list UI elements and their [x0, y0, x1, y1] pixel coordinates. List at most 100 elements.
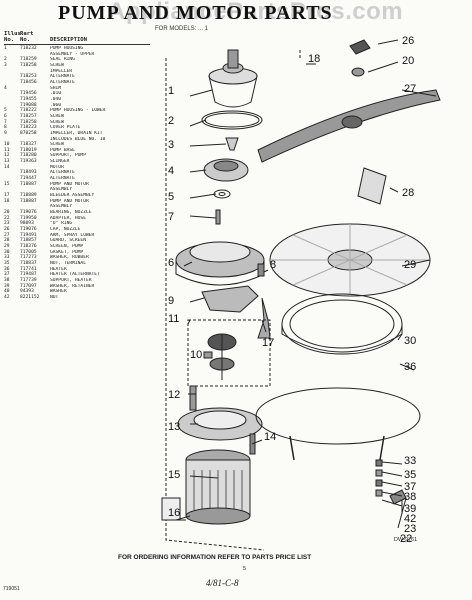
col-part-top: Part — [20, 31, 34, 37]
part-description: WASHER — [50, 289, 67, 295]
table-row: ASSEMBLY — [4, 204, 150, 210]
part-description: SCREEN, PUMP — [50, 243, 84, 249]
part-number: 718456 — [20, 79, 37, 85]
part-description: HEATER — [50, 266, 67, 272]
part-description: SHIM — [50, 85, 62, 91]
part-number: 717097 — [20, 283, 37, 289]
callout-number: 3 — [168, 139, 174, 151]
callout-number: 29 — [404, 259, 416, 271]
part-description: PUMP BASE — [50, 147, 75, 153]
illus-number: 36 — [4, 266, 10, 272]
illus-number: 15 — [4, 181, 10, 187]
part-description: PUMP HOUSING — [50, 46, 84, 51]
illus-number: 40 — [4, 289, 10, 295]
illus-number: 8 — [4, 125, 7, 131]
part-description: PUMP AND MOTOR — [50, 181, 89, 187]
col-illus-top: Illus. — [4, 31, 25, 37]
illus-number: 23 — [4, 221, 10, 227]
part-number: 8221152 — [20, 294, 40, 300]
illus-number: 5 — [4, 108, 7, 114]
col-part: No. — [20, 37, 31, 43]
part-number: 719455 — [20, 96, 37, 102]
callout-number: 17 — [262, 337, 274, 349]
callout-number: 11 — [168, 313, 179, 325]
callout-number: 22 — [400, 533, 412, 545]
col-description: DESCRIPTION — [50, 37, 88, 43]
handwritten-note: 4/81-C-8 — [206, 578, 239, 588]
illus-number: 35 — [4, 260, 10, 266]
table-row: ASSEMBLY — [4, 187, 150, 193]
part-number: 719076 — [20, 210, 37, 216]
part-description: ALTERNATE — [50, 79, 75, 85]
part-description: SUPPORT, HEATER — [50, 277, 92, 283]
part-description: BLEEDER ASSEMBLY — [50, 193, 95, 199]
document-code: 719051 — [3, 586, 20, 592]
table-header: No. No. DESCRIPTION — [4, 37, 150, 45]
table-row: INCLUDES BLUE NO. 10 — [4, 137, 150, 143]
part-number: 718376 — [20, 243, 37, 249]
part-description: IMPELLER, DRAIN KIT — [50, 130, 103, 136]
callout-number: 27 — [404, 83, 416, 95]
col-illus: No. — [4, 37, 15, 43]
table-row: IMPELLER — [4, 69, 150, 75]
callout-number: 14 — [264, 431, 276, 443]
callout-number: 39 — [404, 503, 416, 515]
part-number: 718258 — [20, 119, 37, 125]
part-number: 98093 — [20, 221, 34, 227]
part-number: 718327 — [20, 142, 37, 148]
part-number: 719088 — [20, 102, 37, 108]
table-row: ASSEMBLY - UPPER — [4, 52, 150, 58]
illus-number: 2 — [4, 57, 7, 63]
part-description: GASKET, PUMP — [50, 249, 84, 255]
part-number: 718493 — [20, 170, 37, 176]
callout-number: 12 — [168, 389, 180, 401]
table-row: 719455.040 — [4, 97, 150, 103]
part-number: 717739 — [20, 277, 37, 283]
illus-number: 22 — [4, 215, 10, 221]
part-number: 718889 — [20, 193, 37, 199]
part-number: 718232 — [20, 46, 37, 51]
part-description: SCREW — [50, 62, 64, 68]
part-number: 718837 — [20, 260, 37, 266]
part-number: 94393 — [20, 289, 34, 295]
part-description: WASHER, RUBBER — [50, 255, 89, 261]
callout-number: 33 — [404, 455, 416, 467]
part-number: 719487 — [20, 272, 37, 278]
part-description: ARM, SPRAY LOWER — [50, 232, 95, 238]
part-description: SCREW — [50, 119, 64, 125]
part-number: 718253 — [20, 74, 37, 80]
part-description: IMPELLER — [50, 68, 73, 74]
ordering-footer: FOR ORDERING INFORMATION REFER TO PARTS … — [118, 554, 312, 561]
illus-number: 33 — [4, 255, 10, 261]
table-row: 9 870258 IMPELLER, DRAIN KIT — [4, 131, 150, 137]
callout-number: 28 — [402, 187, 414, 199]
part-number: 718280 — [20, 153, 37, 159]
part-number: 870258 — [20, 130, 37, 136]
part-description: HEATER (ALTERNATE) — [50, 272, 100, 278]
illus-number: 9 — [4, 130, 7, 136]
table-header-top: Illus. Part — [4, 31, 150, 37]
table-row: 40 94393 WASHER — [4, 289, 150, 295]
part-number: 719491 — [20, 232, 37, 238]
callout-number: 7 — [168, 211, 174, 223]
illus-number: 12 — [4, 153, 10, 159]
illus-number: 13 — [4, 159, 10, 165]
part-number: 718259 — [20, 57, 37, 63]
callout-number: 10 — [190, 349, 202, 361]
